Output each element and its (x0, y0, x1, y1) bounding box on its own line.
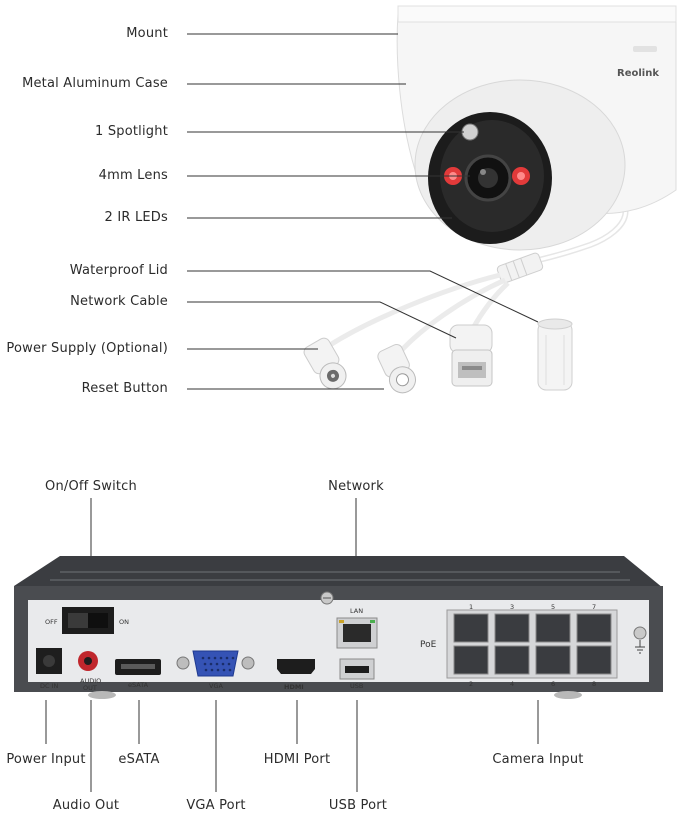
ground-screw (633, 626, 647, 640)
poe-text: PoE (420, 640, 437, 650)
leader-network-cable (187, 301, 457, 339)
label-on-off-switch: On/Off Switch (45, 479, 137, 494)
port-number-8: 8 (592, 680, 596, 688)
nvr-illustration (14, 556, 663, 699)
label-vga-port: VGA Port (186, 798, 246, 813)
camera-leader-lines (187, 33, 539, 390)
label-mount: Mount (126, 26, 168, 41)
label-camera-input: Camera Input (492, 752, 584, 767)
label-spotlight: 1 Spotlight (95, 124, 168, 139)
nvr-leader-lines (45, 498, 539, 792)
hdmi-port (277, 659, 315, 674)
vga-port (192, 650, 239, 677)
rj45-connector (449, 324, 493, 387)
leader-waterproof-lid (187, 270, 539, 323)
brand-logo: Reolink (617, 68, 659, 79)
power-connector (303, 337, 347, 390)
audio-out-text-2: OUT (83, 684, 97, 692)
port-number-1: 1 (469, 603, 473, 611)
port-number-2: 2 (469, 680, 473, 688)
label-case: Metal Aluminum Case (22, 76, 168, 91)
nvr-panel-text: OFF ON DC IN AUDIO OUT eSATA VGA HDMI LA… (40, 603, 596, 692)
waterproof-lid (537, 318, 573, 391)
port-number-5: 5 (551, 603, 555, 611)
port-number-4: 4 (510, 680, 514, 688)
label-esata: eSATA (118, 752, 160, 767)
dc-in-text: DC IN (40, 682, 59, 690)
label-power-input: Power Input (6, 752, 86, 767)
lan-text: LAN (350, 607, 363, 615)
hdmi-text: HDMI (284, 683, 304, 691)
mount-ring (397, 5, 677, 23)
port-number-7: 7 (592, 603, 596, 611)
foot-left (88, 691, 116, 699)
usb-text: USB (350, 682, 363, 690)
label-ir-leds: 2 IR LEDs (104, 210, 168, 225)
ground-icon (635, 640, 645, 654)
camera-illustration (303, 5, 677, 394)
label-audio-out: Audio Out (52, 798, 120, 813)
label-reset-button: Reset Button (81, 381, 168, 396)
audio-out-text-1: AUDIO (80, 677, 101, 685)
label-lens: 4mm Lens (98, 168, 168, 183)
spotlight (461, 123, 479, 141)
reset-connector (377, 344, 416, 394)
label-network-cable: Network Cable (70, 294, 168, 309)
poe-ports (453, 613, 612, 675)
label-network: Network (328, 479, 384, 494)
foot-right (554, 691, 582, 699)
port-number-3: 3 (510, 603, 514, 611)
network-cable-wire (469, 281, 510, 332)
esata-text: eSATA (128, 681, 149, 689)
label-hdmi-port: HDMI Port (263, 752, 331, 767)
label-waterproof-lid: Waterproof Lid (69, 263, 168, 278)
reset-cable (398, 277, 507, 354)
power-cable (328, 272, 501, 348)
vga-text: VGA (209, 682, 223, 690)
label-power-supply: Power Supply (Optional) (6, 341, 168, 356)
label-usb-port: USB Port (328, 798, 388, 813)
switch-on-text: ON (119, 618, 129, 626)
port-number-6: 6 (551, 680, 555, 688)
switch-off-text: OFF (45, 618, 58, 626)
